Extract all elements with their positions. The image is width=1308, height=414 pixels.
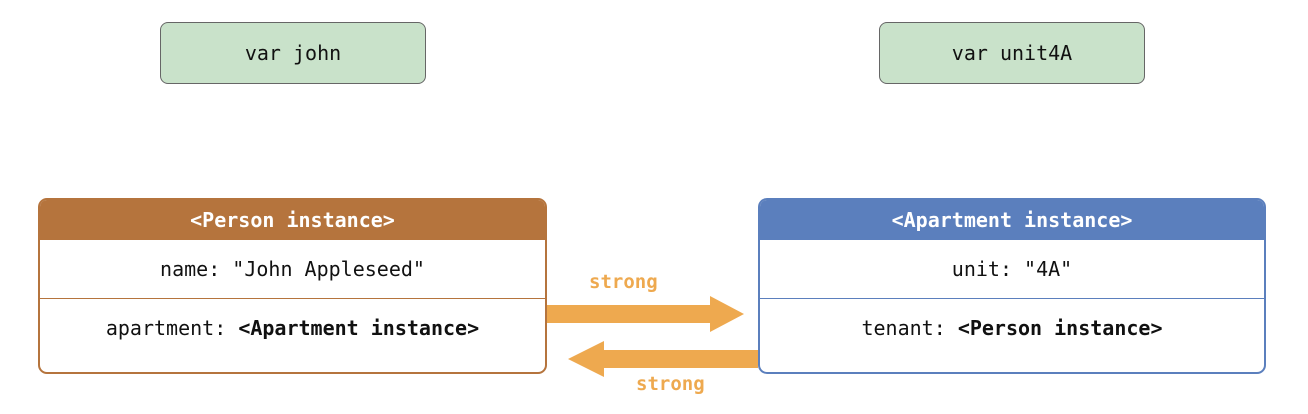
apartment-tenant-key: tenant: bbox=[861, 316, 946, 340]
apartment-tenant-row: tenant: <Person instance> bbox=[760, 299, 1264, 357]
strong-arrow-left bbox=[568, 341, 758, 377]
person-apartment-key: apartment: bbox=[105, 316, 227, 340]
apartment-tenant-value: <Person instance> bbox=[957, 316, 1163, 340]
variable-john-box: var john bbox=[160, 22, 426, 84]
strong-arrow-right bbox=[547, 296, 744, 332]
person-apartment-row: apartment: <Apartment instance> bbox=[40, 299, 545, 357]
person-name-row: name: "John Appleseed" bbox=[40, 240, 545, 299]
person-name-text: name: "John Appleseed" bbox=[160, 257, 425, 281]
apartment-instance-header: <Apartment instance> bbox=[760, 200, 1264, 240]
apartment-unit-text: unit: "4A" bbox=[951, 257, 1073, 281]
person-instance-header: <Person instance> bbox=[40, 200, 545, 240]
variable-john-label: var john bbox=[244, 41, 342, 65]
apartment-unit-row: unit: "4A" bbox=[760, 240, 1264, 299]
person-instance-box: <Person instance> name: "John Appleseed"… bbox=[38, 198, 547, 374]
variable-unit4a-label: var unit4A bbox=[951, 41, 1073, 65]
variable-unit4a-box: var unit4A bbox=[879, 22, 1145, 84]
strong-label-top: strong bbox=[589, 271, 658, 293]
strong-label-bottom: strong bbox=[636, 373, 705, 395]
person-apartment-value: <Apartment instance> bbox=[238, 316, 480, 340]
apartment-instance-box: <Apartment instance> unit: "4A" tenant: … bbox=[758, 198, 1266, 374]
